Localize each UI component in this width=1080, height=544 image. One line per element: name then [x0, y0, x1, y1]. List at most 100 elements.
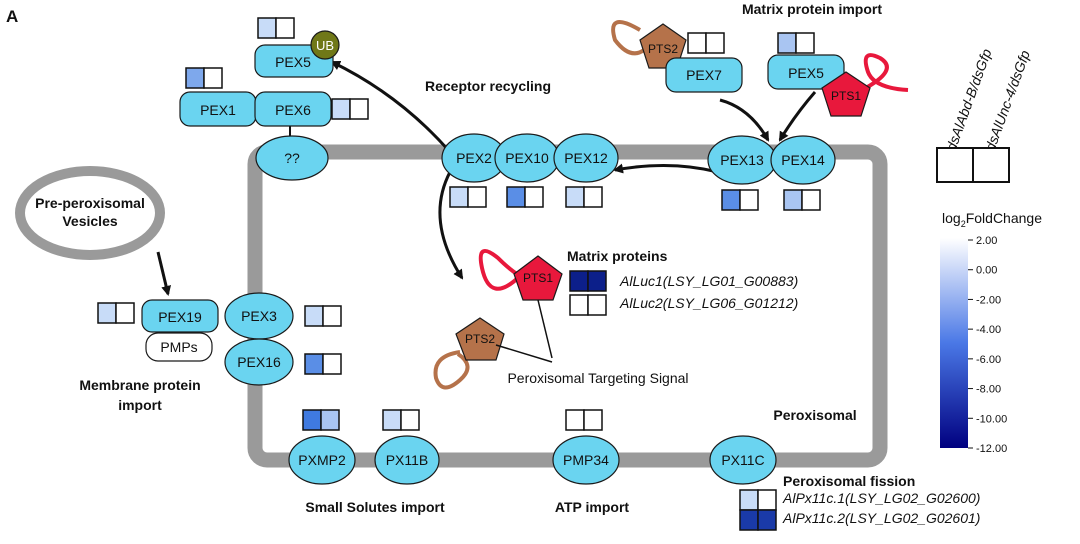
colorbar-title-prefix: log [942, 210, 961, 226]
aluc1-gene-label: AlLuc1(LSY_LG01_G00883) [619, 273, 798, 289]
vesicle-label-line1: Pre-peroxisomal [35, 195, 145, 211]
heatmap-cell-pex3-1 [304, 305, 324, 327]
heatmap-cell-pex19-1 [97, 302, 117, 324]
heatmap-pair-alpx11c1 [739, 489, 777, 511]
heatmap-pair-pex1 [185, 67, 223, 89]
heatmap-cell-pex1-2 [203, 67, 223, 89]
pmp34-ellipse [552, 435, 620, 485]
colorbar-tick-label: -12.00 [976, 443, 1007, 455]
heatmap-pair-pex16 [304, 353, 342, 375]
heatmap-pair-pmp34 [565, 409, 603, 431]
pre-peroxisomal-vesicle [15, 166, 165, 260]
px11c-ellipse [709, 435, 777, 485]
pts2-top-pentagon [639, 23, 687, 69]
pxmp2-ellipse [288, 435, 356, 485]
pex7-box [665, 57, 743, 93]
heatmap-cell-pex3-2 [322, 305, 342, 327]
colorbar-title-sub: 2 [961, 219, 966, 229]
heatmap-cell-pex10-1 [506, 186, 526, 208]
pex7-label: PEX7 [686, 67, 722, 83]
pex14-ellipse [770, 135, 836, 185]
pts1-callout-line [537, 299, 553, 359]
colorbar-tick-label: -6.00 [976, 354, 1001, 366]
heatmap-cell-pex19-2 [115, 302, 135, 324]
peroxisomal-fission-label: Peroxisomal fission [783, 473, 915, 489]
heatmap-cell-pex6-1 [331, 98, 351, 120]
pex12-ellipse [553, 133, 619, 183]
colorbar-tick-label: -10.00 [976, 413, 1007, 425]
peroxisomal-label: Peroxisomal [773, 407, 856, 423]
colorbar-ticks: 2.000.00-2.00-4.00-6.00-8.00-10.00-12.00 [968, 235, 1007, 455]
heatmap-cell-pxmp2-2 [320, 409, 340, 431]
matrix-import-label: Matrix protein import [742, 1, 882, 17]
atp-import-label: ATP import [555, 499, 629, 515]
pex3-label: PEX3 [241, 308, 277, 324]
heatmap-cell-aluc1-2 [587, 270, 607, 292]
pex7-to-pex13-arrow [719, 98, 770, 142]
heatmap-pair-aluc2 [569, 294, 607, 316]
heatmap-cell-px11b-1 [382, 409, 402, 431]
heatmap-pair-pex5-right [777, 32, 815, 54]
pts2-top-label: PTS2 [648, 42, 678, 56]
pts2-mid-tail [433, 350, 470, 390]
import-into-matrix-arrow [438, 171, 464, 280]
heatmap-pair-pex10 [506, 186, 544, 208]
heatmap-pair-pex5-top [257, 17, 295, 39]
colorbar [940, 238, 968, 448]
heatmap-cell-pex16-1 [304, 353, 324, 375]
colorbar-title: log2FoldChange [942, 210, 1042, 229]
pex19-box [141, 299, 219, 333]
pex5-right-label: PEX5 [788, 65, 824, 81]
pts1-top-label: PTS1 [831, 89, 861, 103]
pex16-ellipse [224, 338, 294, 386]
membrane-import-label-line2: import [118, 397, 162, 413]
pex6-box [254, 91, 332, 127]
heatmap-cell-pex14-2 [801, 189, 821, 211]
heatmap-cell-pex5-right-1 [777, 32, 797, 54]
heatmap-cells [97, 17, 821, 531]
heatmap-pair-pex19 [97, 302, 135, 324]
colorbar-tick-label: 2.00 [976, 235, 997, 247]
heatmap-cell-px11b-2 [400, 409, 420, 431]
pts2-mid-label: PTS2 [465, 332, 495, 346]
heatmap-cell-pex14-1 [783, 189, 803, 211]
heatmap-cell-alpx11c1-1 [739, 489, 759, 511]
colorbar-tick-label: 0.00 [976, 265, 997, 277]
heatmap-cell-aluc1-1 [569, 270, 589, 292]
pts2-mid-pentagon [455, 317, 505, 361]
pts1-top-tail [861, 53, 909, 92]
colorbar-tick-label: -8.00 [976, 384, 1001, 396]
heatmap-cell-aluc2-2 [587, 294, 607, 316]
pex19-label: PEX19 [158, 309, 202, 325]
pex5-to-pex14-arrow [778, 91, 817, 142]
pmp34-label: PMP34 [563, 452, 609, 468]
small-solutes-label: Small Solutes import [305, 499, 445, 515]
unknown-protein-label: ?? [284, 150, 300, 166]
heatmap-cell-pex6-2 [349, 98, 369, 120]
heatmap-cell-pmp34-1 [565, 409, 585, 431]
heatmap-cell-pxmp2-1 [302, 409, 322, 431]
heatmap-pair-pex6 [331, 98, 369, 120]
pex13-label: PEX13 [720, 152, 764, 168]
ubiquitin-badge [310, 30, 340, 60]
heatmap-cell-pex16-2 [322, 353, 342, 375]
alpx11c1-gene-label: AlPx11c.1(LSY_LG02_G02600) [782, 490, 980, 506]
heatmap-pair-aluc1 [569, 270, 607, 292]
heatmap-cell-pex1-1 [185, 67, 205, 89]
heatmap-cell-pex12-2 [583, 186, 603, 208]
heatmap-cell-pex7-1 [687, 32, 707, 54]
ub-label: UB [316, 38, 334, 53]
matrix-proteins-title: Matrix proteins [567, 248, 668, 264]
heatmap-cell-alpx11c1-2 [757, 489, 777, 511]
pex10-label: PEX10 [505, 150, 549, 166]
heatmap-cell-pex12-1 [565, 186, 585, 208]
heatmap-pair-pex12 [565, 186, 603, 208]
pex2-label: PEX2 [456, 150, 492, 166]
pex1-label: PEX1 [200, 102, 236, 118]
receptor-recycling-label: Receptor recycling [425, 78, 551, 94]
pex12-label: PEX12 [564, 150, 608, 166]
colorbar-tick-label: -2.00 [976, 294, 1001, 306]
pts1-mid-label: PTS1 [523, 271, 553, 285]
